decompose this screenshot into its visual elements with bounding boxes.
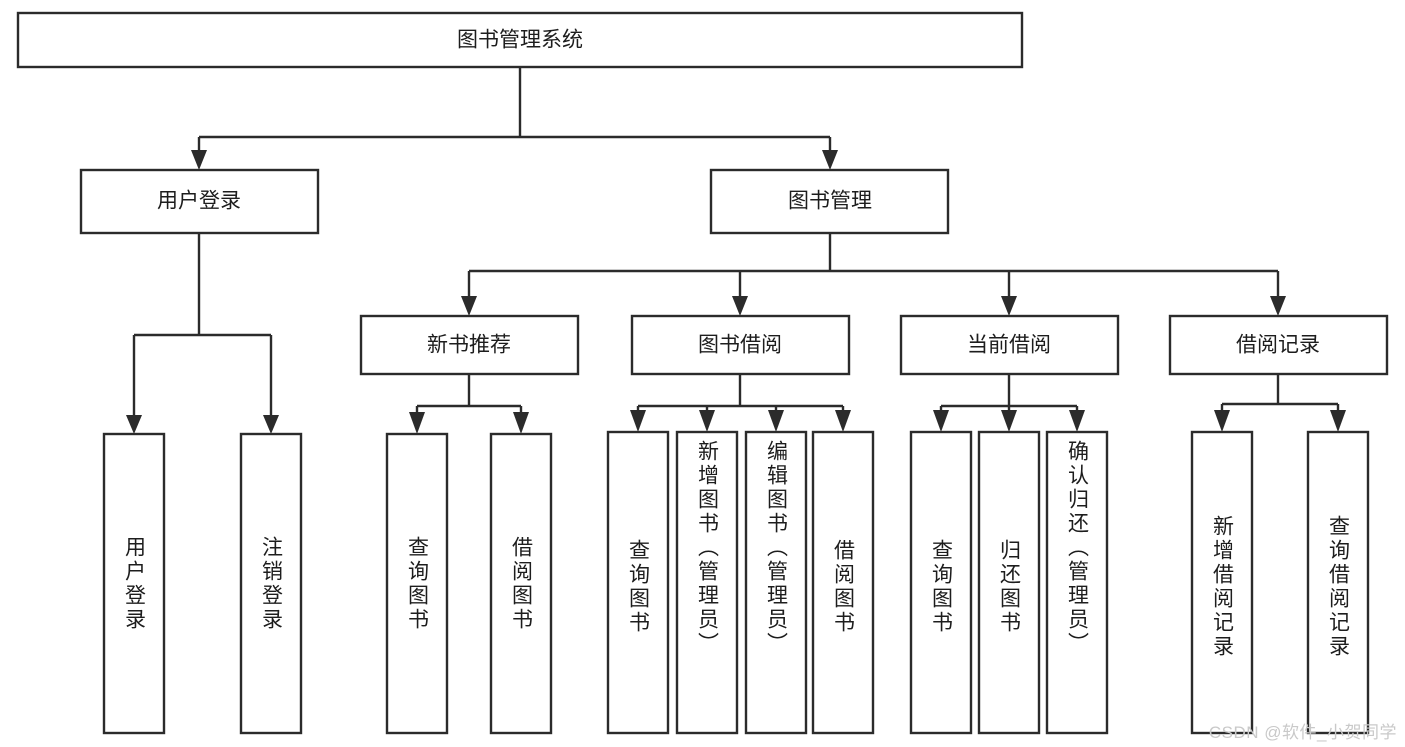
leaf-label-query-record: 查询借阅记录 [1326,514,1350,659]
node-leaf-confirm-return-box[interactable] [1045,430,1109,735]
leaf-label-return-book-wrap: 归还图书 [997,538,1021,635]
arrow-br-leaf1-icon [1214,410,1230,432]
edge-group-current-borrow [933,374,1085,432]
node-leaf-borrow-book-2-box[interactable] [811,430,875,735]
leaf-label-return-book: 归还图书 [997,538,1021,635]
arrow-cb-leaf2-icon [1001,410,1017,432]
node-root-box[interactable] [16,11,1024,69]
node-leaf-borrow-book-1-box[interactable] [489,432,553,735]
leaf-label-borrow-book-1: 借阅图书 [509,535,533,632]
node-leaf-user-logout-box[interactable] [239,432,303,735]
leaf-boxes [102,430,1370,735]
node-leaf-query-book-2-box[interactable] [606,430,670,735]
arrow-bm-book-borrow-icon [732,296,748,316]
leaf-label-add-record-wrap: 新增借阅记录 [1210,514,1234,659]
node-leaf-user-login-box[interactable] [102,432,166,735]
node-leaf-query-book-1-box[interactable] [385,432,449,735]
leaf-label-user-logout: 注销登录 [259,535,283,632]
leaf-label-user-login-wrap: 用户登录 [122,535,146,632]
leaf-label-borrow-book-2-wrap: 借阅图书 [831,538,855,635]
arrow-nbr-leaf1-icon [409,412,425,434]
node-leaf-query-book-3-box[interactable] [909,430,973,735]
leaf-label-query-book-2-wrap: 查询图书 [626,538,650,635]
node-borrow-record-label: 借阅记录 [1236,334,1320,357]
leaf-label-add-record: 新增借阅记录 [1210,514,1234,659]
leaf-label-confirm-return-wrap: 确认归还（管理员） [1065,440,1089,656]
node-user-login[interactable]: 用户登录 [79,168,320,235]
edge-group-root [191,67,838,170]
leaf-label-confirm-return: 确认归还（管理员） [1065,440,1089,656]
leaf-label-edit-book: 编辑图书（管理员） [764,440,788,656]
node-leaf-add-book-box[interactable] [675,430,739,735]
node-root[interactable]: 图书管理系统 [16,11,1024,69]
node-current-borrow-box[interactable] [899,314,1120,376]
arrow-user-login-leaf1-icon [126,415,142,434]
edge-group-new-book-recommend [409,374,529,434]
arrow-bm-new-book-icon [461,296,477,316]
node-book-borrow[interactable]: 图书借阅 [630,314,851,376]
leaf-label-borrow-book-2: 借阅图书 [831,538,855,635]
arrow-root-to-user-login-icon [191,150,207,170]
arrow-bb-leaf2-icon [699,410,715,432]
node-book-manage-label: 图书管理 [788,190,872,213]
leaf-label-add-book: 新增图书（管理员） [695,440,719,656]
node-user-login-label: 用户登录 [157,190,241,213]
node-book-borrow-box[interactable] [630,314,851,376]
node-leaf-edit-book-box[interactable] [744,430,808,735]
node-borrow-record-box[interactable] [1168,314,1389,376]
node-current-borrow[interactable]: 当前借阅 [899,314,1120,376]
arrow-bm-current-borrow-icon [1001,296,1017,316]
arrow-root-to-book-manage-icon [822,150,838,170]
csdn-watermark: CSDN @软件_小贺同学 [1208,723,1397,742]
node-book-manage-box[interactable] [709,168,950,235]
leaf-label-query-book-3: 查询图书 [929,538,953,635]
leaf-label-borrow-book-1-wrap: 借阅图书 [509,535,533,632]
node-current-borrow-label: 当前借阅 [967,334,1051,357]
node-leaf-query-record-box[interactable] [1306,430,1370,735]
leaf-label-add-book-wrap: 新增图书（管理员） [695,440,719,656]
leaf-label-edit-book-wrap: 编辑图书（管理员） [764,440,788,656]
arrow-br-leaf2-icon [1330,410,1346,432]
arrow-nbr-leaf2-icon [513,412,529,434]
leaf-label-query-book-3-wrap: 查询图书 [929,538,953,635]
node-book-manage[interactable]: 图书管理 [709,168,950,235]
leaf-label-query-book-1-wrap: 查询图书 [405,535,429,632]
node-leaf-return-book-box[interactable] [977,430,1041,735]
leaf-label-query-book-2: 查询图书 [626,538,650,635]
node-borrow-record[interactable]: 借阅记录 [1168,314,1389,376]
node-book-borrow-label: 图书借阅 [698,334,782,357]
arrow-cb-leaf1-icon [933,410,949,432]
edge-group-borrow-record [1214,374,1346,432]
node-new-book-recommend-box[interactable] [359,314,580,376]
edge-group-user-login [126,233,279,434]
node-root-label: 图书管理系统 [457,29,583,52]
node-new-book-recommend[interactable]: 新书推荐 [359,314,580,376]
arrow-user-login-leaf2-icon [263,415,279,434]
arrow-cb-leaf3-icon [1069,410,1085,432]
node-user-login-box[interactable] [79,168,320,235]
leaf-label-user-login: 用户登录 [122,535,146,632]
leaf-label-query-record-wrap: 查询借阅记录 [1326,514,1350,659]
arrow-bm-borrow-record-icon [1270,296,1286,316]
node-leaf-add-record-box[interactable] [1190,430,1254,735]
arrow-bb-leaf3-icon [768,410,784,432]
arrow-bb-leaf4-icon [835,410,851,432]
leaf-label-user-logout-wrap: 注销登录 [259,535,283,632]
leaf-label-query-book-1: 查询图书 [405,535,429,632]
edge-group-book-borrow [630,374,851,432]
arrow-bb-leaf1-icon [630,410,646,432]
node-new-book-recommend-label: 新书推荐 [427,334,511,357]
edge-group-book-manage [461,233,1286,316]
